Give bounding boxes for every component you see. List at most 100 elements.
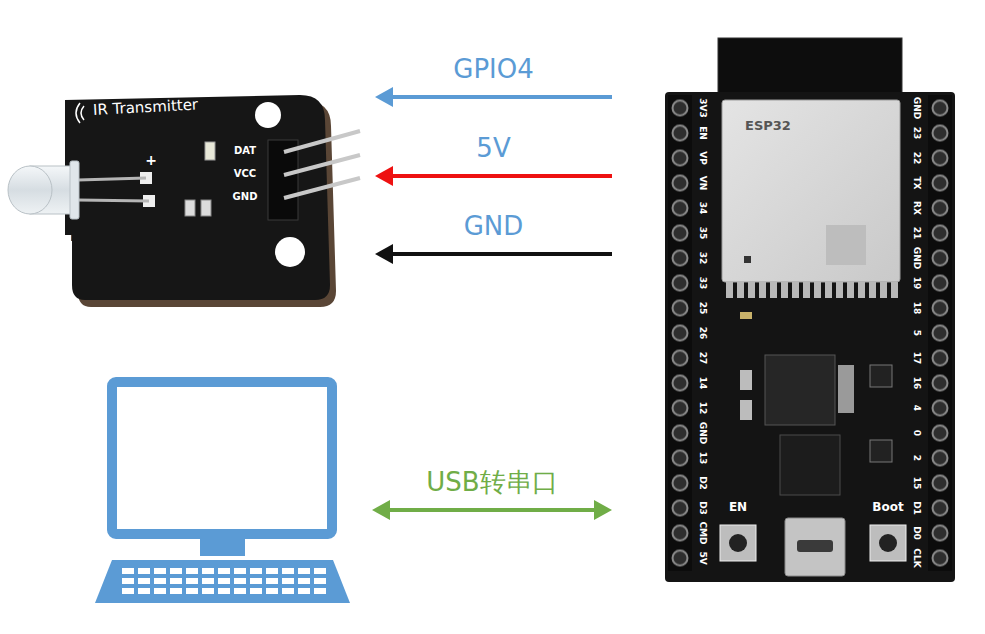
- pin-name: 25: [698, 302, 708, 315]
- arrow-head: [372, 500, 390, 520]
- pin-name: 18: [912, 302, 922, 315]
- board-pcb: [665, 92, 955, 582]
- pin-name: VN: [698, 176, 708, 191]
- pin-name: 16: [912, 377, 922, 390]
- led-dome: [8, 166, 52, 214]
- pin-name: D2: [698, 476, 708, 490]
- pin-name: RX: [912, 201, 922, 215]
- connector-group: [375, 244, 612, 264]
- pin-name: 0: [912, 430, 922, 436]
- signal-arrow: [391, 252, 612, 256]
- pin-name: 2: [912, 455, 922, 461]
- pin-name: CMD: [698, 521, 708, 544]
- pin-name: 12: [698, 402, 708, 415]
- pin-name: VCC: [234, 168, 256, 180]
- mount-hole: [255, 102, 281, 128]
- button-cap: [729, 534, 747, 552]
- pin-name: 14: [698, 377, 708, 390]
- arrow-head: [594, 500, 612, 520]
- ir-icon: [76, 103, 84, 123]
- pin-name: 35: [698, 227, 708, 240]
- indicator-led: [205, 142, 215, 160]
- smd-part: [740, 400, 752, 420]
- led-flange: [70, 161, 79, 219]
- pin-name: 19: [912, 277, 922, 290]
- signal-label: 5V: [476, 134, 510, 164]
- pin-name: D1: [912, 501, 922, 515]
- arrow-head: [375, 244, 393, 264]
- pin-name: GND: [912, 97, 922, 119]
- esp32-board: ESP32: [612, 35, 957, 585]
- pin-name: 34: [698, 202, 708, 215]
- pin-name: VP: [698, 151, 708, 165]
- button-name: EN: [729, 501, 747, 515]
- shield-mark: [826, 225, 866, 265]
- pin-name: TX: [912, 176, 922, 189]
- pin-name: 5V: [698, 551, 708, 564]
- pin-name: 33: [698, 277, 708, 290]
- connector-group: [375, 166, 612, 186]
- header-pin: [284, 155, 360, 175]
- monitor-stand: [200, 538, 245, 556]
- header-pin: [284, 178, 360, 198]
- regulator-tab: [838, 365, 854, 413]
- arrow-head: [375, 166, 393, 186]
- computer: [95, 372, 372, 607]
- pin-header: [268, 140, 298, 220]
- micro-usb: [785, 518, 845, 576]
- en-button: [720, 525, 756, 561]
- signal-arrow: [388, 508, 596, 512]
- button-name: Boot: [872, 501, 903, 515]
- led-lead: [78, 200, 149, 201]
- castellated-pads: [724, 282, 900, 298]
- pin-name: GND: [233, 191, 258, 203]
- computer-picture: [95, 382, 350, 603]
- arrow-head: [375, 87, 393, 107]
- smd-part: [740, 312, 752, 319]
- pin-name: GND: [698, 422, 708, 444]
- header-pin: [284, 131, 360, 152]
- pin-name: 32: [698, 252, 708, 265]
- pin-name: 23: [912, 127, 922, 140]
- signal-label: USB转串口: [426, 468, 557, 498]
- pin-row: [668, 95, 692, 571]
- mount-hole: [275, 237, 305, 267]
- module-marking: ESP32: [745, 119, 791, 134]
- shield-dot: [744, 256, 751, 263]
- smd-part: [870, 440, 892, 462]
- pin-name: 13: [698, 452, 708, 465]
- pin-name: CLK: [912, 548, 922, 567]
- pin-name: 4: [912, 405, 922, 411]
- usb-slot: [797, 540, 833, 552]
- monitor: [112, 382, 332, 534]
- pin-name: EN: [698, 126, 708, 140]
- led-lead: [78, 178, 146, 180]
- connector-group: [375, 87, 612, 107]
- pin-name: DAT: [234, 145, 256, 157]
- smd-part: [740, 370, 752, 390]
- pin-row: [928, 95, 952, 571]
- signal-arrow: [391, 95, 612, 99]
- usb-chip: [780, 435, 840, 495]
- smd-part: [201, 200, 211, 216]
- pin-name: 3V3: [698, 98, 708, 118]
- pin-name: GND: [912, 247, 922, 269]
- pin-name: 22: [912, 152, 922, 165]
- pin-name: 27: [698, 352, 708, 365]
- keyboard-keys: [120, 566, 328, 596]
- ir-module-picture: [8, 95, 360, 307]
- signal-label: GPIO4: [453, 55, 534, 85]
- signal-label: GND: [464, 212, 524, 242]
- pin-name: 15: [912, 477, 922, 490]
- keyboard: [95, 560, 350, 603]
- module-title: IR Transmitter: [93, 97, 199, 120]
- button-cap: [879, 534, 897, 552]
- smd-part: [185, 200, 195, 216]
- pin-name: 21: [912, 227, 922, 240]
- pin-name: D0: [912, 526, 922, 540]
- regulator: [765, 355, 835, 425]
- pin-name: 26: [698, 327, 708, 340]
